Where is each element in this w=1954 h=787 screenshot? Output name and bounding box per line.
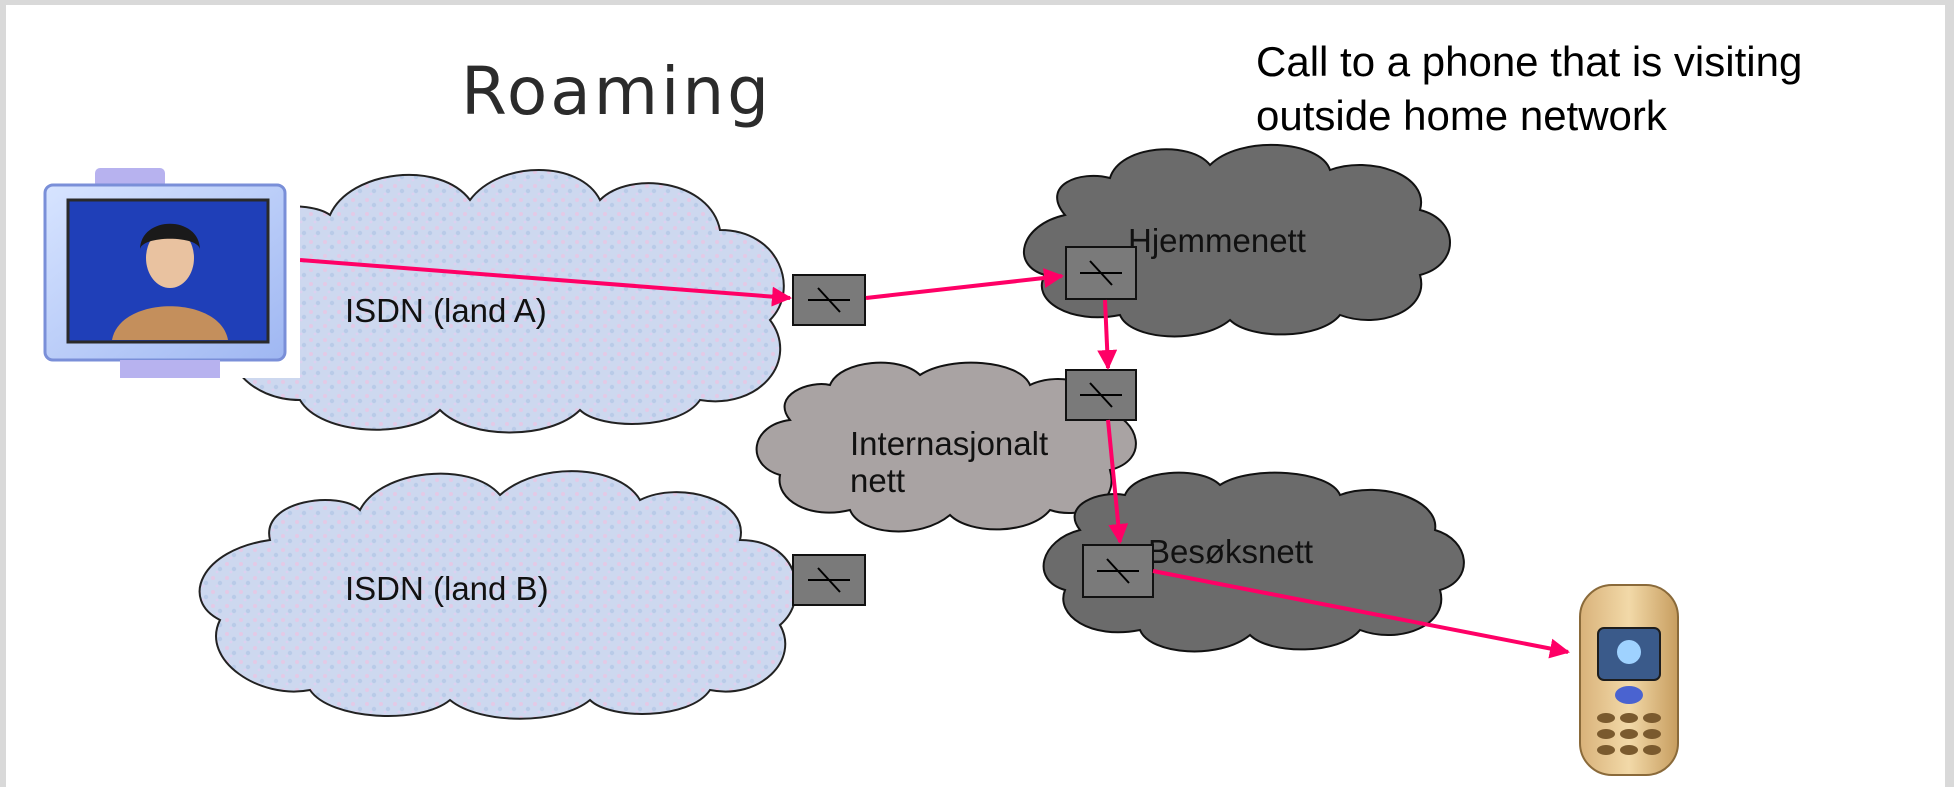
international-network-cloud	[755, 361, 1137, 533]
call-path-international-to-visited	[1106, 419, 1129, 544]
call-path	[299, 258, 1570, 659]
international-network-label-line1: Internasjonalt	[850, 425, 1048, 462]
call-path-switch-a-to-home	[865, 268, 1064, 300]
isdn-land-a-cloud	[213, 169, 785, 434]
switch-visited-network-icon	[1082, 544, 1154, 598]
switch-isdn-a-icon	[792, 274, 866, 326]
mobile-phone-icon	[1579, 584, 1679, 776]
slide-title: Roaming	[461, 53, 773, 130]
switch-international-icon	[1065, 369, 1137, 421]
visited-network-cloud	[1042, 471, 1465, 653]
call-path-visited-to-mobile	[1152, 569, 1570, 659]
videophone-icon	[25, 163, 300, 378]
international-network-label-line2: nett	[850, 462, 905, 499]
isdn-a-label: ISDN (land A)	[345, 292, 547, 329]
switch-isdn-b-icon	[792, 554, 866, 606]
call-path-home-to-international	[1097, 299, 1118, 370]
visited-network-label: Besøksnett	[1148, 533, 1313, 570]
isdn-land-b-cloud	[198, 470, 798, 720]
slide-subtitle: Call to a phone that is visiting outside…	[1256, 38, 1803, 139]
home-network-label: Hjemmenett	[1128, 222, 1306, 259]
isdn-b-label: ISDN (land B)	[345, 570, 549, 607]
switch-home-network-icon	[1065, 246, 1137, 300]
call-path-caller-to-switch-a	[299, 258, 792, 307]
